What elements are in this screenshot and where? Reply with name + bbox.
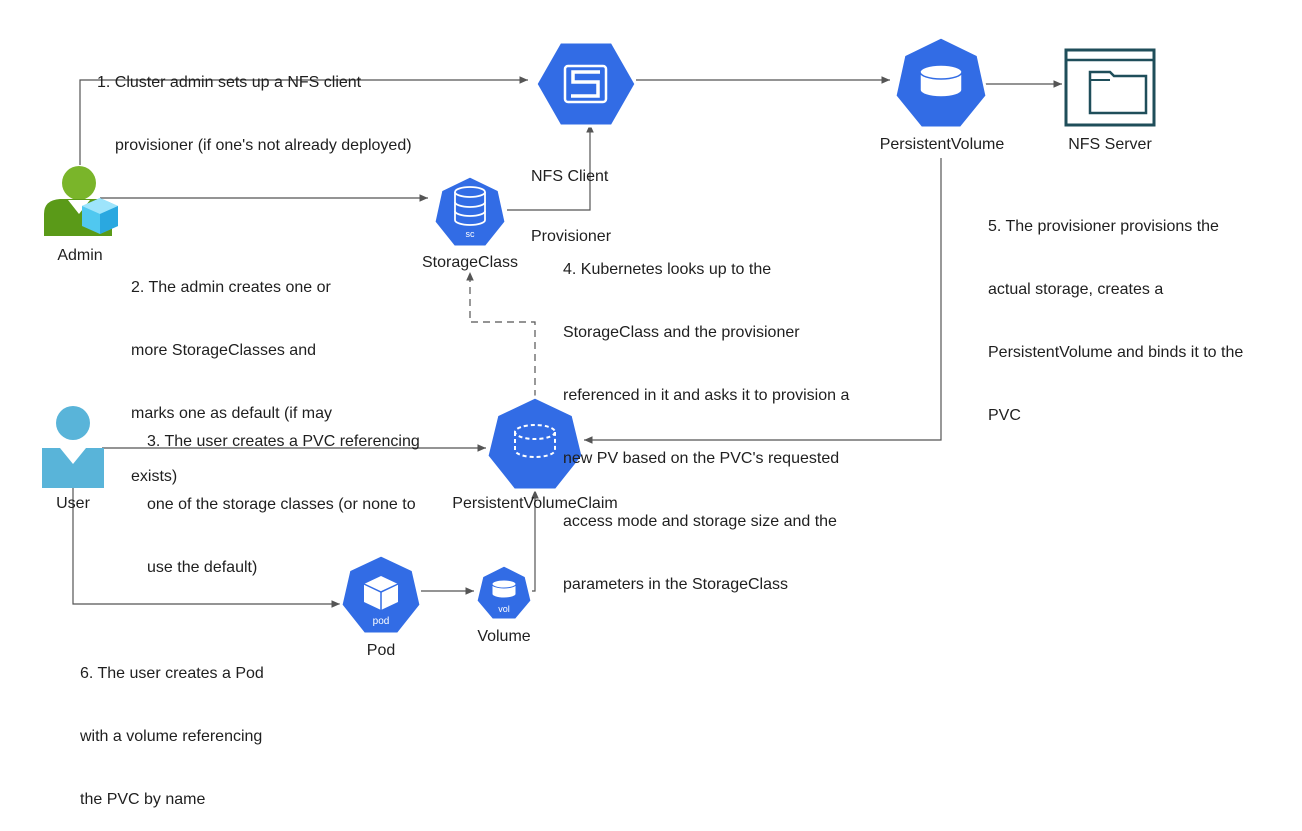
step-1-line-1: 1. Cluster admin sets up a NFS client (97, 74, 362, 91)
step-5-annotation: 5. The provisioner provisions the actual… (988, 174, 1243, 447)
step-5-line-3: PersistentVolume and binds it to the (988, 344, 1244, 361)
step-5-line-1: 5. The provisioner provisions the (988, 218, 1219, 235)
admin-collar (68, 200, 90, 214)
step-4-line-1: 4. Kubernetes looks up to the (563, 261, 772, 278)
dashed-disk-icon (514, 424, 556, 458)
storageclass-badge: sc (466, 229, 476, 239)
volume-node[interactable]: vol (474, 563, 534, 622)
step-6-line-1: 6. The user creates a Pod (80, 665, 264, 682)
step-5-line-2: actual storage, creates a (988, 281, 1164, 298)
step-1-line-2: provisioner (if one's not already deploy… (115, 137, 412, 154)
step-4-annotation: 4. Kubernetes looks up to the StorageCla… (563, 217, 849, 616)
step-4-line-6: parameters in the StorageClass (563, 576, 788, 593)
step-6-annotation: 6. The user creates a Pod with a volume … (80, 621, 264, 831)
step-4-line-3: referenced in it and asks it to provisio… (563, 387, 850, 404)
stacked-disk-icon (454, 186, 486, 226)
step-4-line-5: access mode and storage size and the (563, 513, 837, 530)
admin-label: Admin (57, 247, 103, 264)
storageclass-node[interactable]: sc (432, 174, 508, 249)
step-3-line-2: one of the storage classes (or none to (147, 496, 416, 513)
step-2-line-2: more StorageClasses and (131, 342, 316, 359)
nfs-provisioner-label-line-1: NFS Client (531, 168, 609, 185)
volume-disk-icon (491, 579, 517, 599)
pvc-label: PersistentVolumeClaim (452, 495, 618, 512)
admin-cube-icon (82, 198, 118, 234)
step-2-annotation: 2. The admin creates one or more Storage… (131, 235, 332, 508)
user-collar (60, 448, 86, 464)
step-2-line-4: exists) (131, 468, 178, 485)
user-head-icon (56, 406, 90, 440)
edge-pv-to-pvc (584, 158, 942, 444)
edge-admin-to-provisioner (79, 76, 528, 165)
pod-badge: pod (373, 616, 390, 627)
pvc-heptagon (485, 395, 585, 492)
nfs-provisioner-label-line-2: Provisioner (531, 228, 612, 245)
step-1-annotation: 1. Cluster admin sets up a NFS client pr… (97, 30, 412, 177)
nfs-server-label: NFS Server (1068, 136, 1152, 153)
user-body-icon (42, 448, 104, 488)
disk-icon (919, 64, 963, 98)
edge-volume-to-pvc (531, 490, 539, 592)
pod-node[interactable]: pod (339, 553, 423, 636)
connectors (72, 76, 1062, 608)
step-5-line-4: PVC (988, 407, 1021, 424)
step-3-annotation: 3. The user creates a PVC referencing on… (147, 389, 420, 599)
persistent-volume-label: PersistentVolume (879, 136, 1005, 153)
step-6-line-3: the PVC by name (80, 791, 206, 808)
step-6-line-2: with a volume referencing (80, 728, 263, 745)
diagram-canvas: sc pod vol (42, 35, 1156, 636)
provisioner-icon (563, 64, 608, 104)
step-3-line-3: use the default) (147, 559, 258, 576)
folder-icon (1088, 70, 1148, 115)
volume-badge: vol (498, 604, 510, 614)
user-node[interactable] (42, 406, 104, 488)
edge-pvc-to-storageclass (466, 272, 536, 397)
edge-user-to-pod (72, 488, 340, 608)
storageclass-label: StorageClass (421, 254, 519, 271)
step-4-line-4: new PV based on the PVC's requested (563, 450, 840, 467)
nfs-provisioner-hexagon (534, 40, 638, 128)
cube-icon (363, 576, 399, 610)
nfs-provisioner-node[interactable] (534, 40, 638, 128)
admin-node[interactable] (44, 166, 118, 236)
server-window-icon (1064, 48, 1156, 127)
step-2-line-1: 2. The admin creates one or (131, 279, 331, 296)
user-label: User (56, 495, 90, 512)
pod-label: Pod (366, 642, 396, 659)
step-4-line-2: StorageClass and the provisioner (563, 324, 800, 341)
edge-storageclass-to-provisioner (507, 123, 594, 211)
admin-head-icon (62, 166, 96, 200)
step-2-line-3: marks one as default (if may (131, 405, 332, 422)
persistent-volume-node[interactable] (893, 35, 989, 130)
step-3-line-1: 3. The user creates a PVC referencing (147, 433, 420, 450)
nfs-provisioner-label: NFS Client Provisioner (531, 127, 651, 267)
nfs-server-node[interactable] (1064, 48, 1156, 127)
volume-label: Volume (477, 628, 531, 645)
pvc-node[interactable] (485, 395, 585, 492)
